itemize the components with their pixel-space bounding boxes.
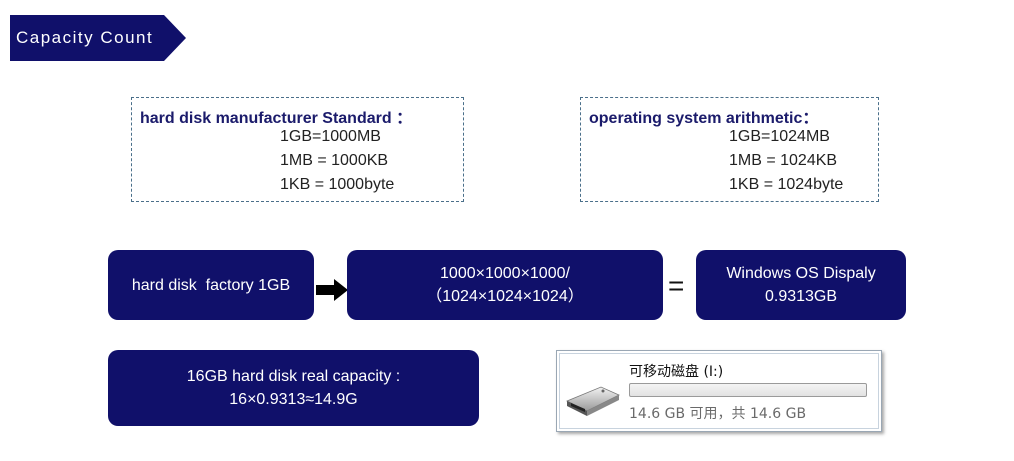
factory-capacity-text: hard disk factory 1GB <box>131 276 291 294</box>
right-arrow-icon <box>316 279 348 301</box>
os-title: operating system arithmetic： <box>589 110 819 127</box>
manufacturer-line: 1GB=1000MB <box>280 128 381 145</box>
real-capacity-label: 16GB hard disk real capacity : <box>186 368 401 385</box>
equals-sign: = <box>668 270 685 301</box>
windows-display-value: 0.9313GB <box>764 288 838 305</box>
removable-drive-icon <box>566 386 620 416</box>
formula-line-2: （1024×1024×1024） <box>426 288 584 305</box>
drive-card-inner-border <box>559 353 879 429</box>
drive-name: 可移动磁盘 (I:) <box>629 364 724 380</box>
drive-free-space: 14.6 GB 可用，共 14.6 GB <box>629 406 807 422</box>
formula-line-1: 1000×1000×1000/ <box>440 265 570 282</box>
formula-box: 1000×1000×1000/ （1024×1024×1024） <box>347 250 663 320</box>
windows-display-box: Windows OS Dispaly 0.9313GB <box>696 250 906 320</box>
removable-drive-card[interactable]: 可移动磁盘 (I:) 14.6 GB 可用，共 14.6 GB <box>556 350 882 432</box>
manufacturer-title: hard disk manufacturer Standard ： <box>140 110 413 127</box>
section-title: Capacity Count <box>16 28 154 47</box>
os-line: 1GB=1024MB <box>729 128 830 145</box>
manufacturer-line: 1MB = 1000KB <box>280 152 389 169</box>
windows-display-label: Windows OS Dispaly <box>726 265 876 282</box>
real-capacity-value: 16×0.9313≈14.9G <box>229 391 358 408</box>
drive-usage-bar <box>629 383 867 397</box>
manufacturer-line: 1KB = 1000byte <box>280 176 395 193</box>
real-capacity-box: 16GB hard disk real capacity : 16×0.9313… <box>108 350 479 426</box>
banner-arrow-shape <box>10 15 186 61</box>
os-line: 1KB = 1024byte <box>729 176 844 193</box>
os-line: 1MB = 1024KB <box>729 152 838 169</box>
factory-capacity-box: hard disk factory 1GB <box>108 250 314 320</box>
section-title-banner: Capacity Count <box>10 15 186 61</box>
manufacturer-standard-box: hard disk manufacturer Standard ： 1GB=10… <box>131 97 464 202</box>
os-arithmetic-box: operating system arithmetic： 1GB=1024MB … <box>580 97 879 202</box>
